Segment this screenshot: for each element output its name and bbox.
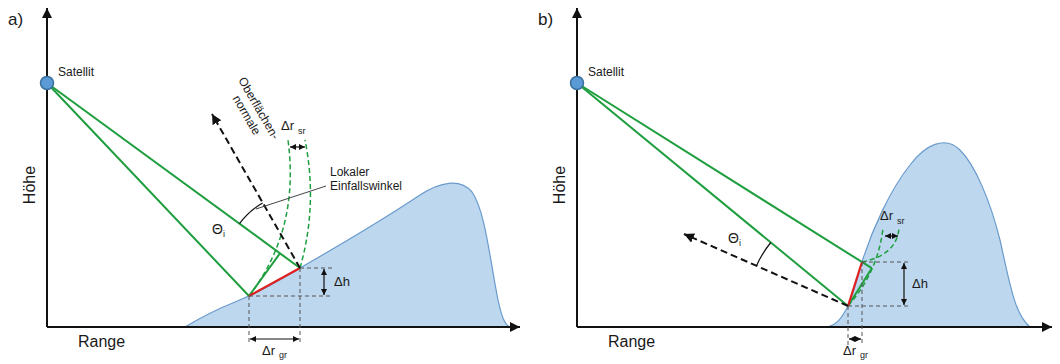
range-arc xyxy=(848,228,883,306)
terrain-segment xyxy=(249,268,300,296)
range-axis xyxy=(47,326,520,328)
terrain xyxy=(826,143,1030,327)
panel-a xyxy=(41,8,521,345)
wavefront-line xyxy=(249,253,280,296)
subscript: sr xyxy=(298,126,306,136)
range-axis xyxy=(577,326,1052,328)
angle-arc xyxy=(756,243,770,267)
dimension-label: Δr xyxy=(281,119,294,134)
dimension-label: Δr xyxy=(843,344,856,359)
drawing-part xyxy=(249,296,250,345)
wavefront-line xyxy=(848,268,872,306)
dimension-arrow xyxy=(885,235,898,236)
drawing-part xyxy=(300,268,332,269)
dimension-label: Δh xyxy=(912,277,928,292)
subscript: gr xyxy=(860,350,868,360)
satellite-label: Satellit xyxy=(588,66,624,80)
dimension-label: Δr xyxy=(262,344,275,359)
terrain-segment xyxy=(848,262,862,306)
range-arc xyxy=(862,228,899,262)
angle-label: Lokaler Einfallswinkel xyxy=(330,166,422,194)
panel-letter: b) xyxy=(538,10,553,30)
height-axis xyxy=(576,8,578,327)
subscript: gr xyxy=(279,350,287,360)
radar-ray xyxy=(577,83,848,306)
dimension-arrow xyxy=(290,146,305,147)
subscript: sr xyxy=(897,216,905,226)
dimension-label: Δh xyxy=(334,275,350,290)
leader-line xyxy=(256,186,326,209)
axis-label: Range xyxy=(608,333,655,351)
drawing-part xyxy=(862,262,910,263)
dimension-arrow xyxy=(903,263,904,305)
radar-ray xyxy=(47,83,249,296)
subscript: i xyxy=(739,238,741,248)
dimension-guides xyxy=(848,262,910,345)
drawing-part xyxy=(300,268,301,345)
panel-b xyxy=(571,8,1053,345)
normal-label: Oberflächen- normale xyxy=(219,69,285,156)
drawing-part xyxy=(848,306,910,307)
drawing-part xyxy=(249,296,332,297)
terrain xyxy=(185,183,510,327)
dimension-guides xyxy=(249,268,332,345)
drawing-part xyxy=(862,262,863,345)
dimension-arrow xyxy=(323,269,324,295)
satellite-label: Satellit xyxy=(58,66,94,80)
subscript: i xyxy=(223,229,225,239)
height-axis xyxy=(46,8,48,327)
surface-normal xyxy=(684,234,848,306)
angle-symbol: Θ xyxy=(728,230,739,246)
dimension-arrow xyxy=(849,338,861,339)
axis-label: Höhe xyxy=(551,166,569,204)
angle-symbol: Θ xyxy=(212,221,223,237)
satellite xyxy=(571,77,584,90)
dimension-label: Δr xyxy=(880,209,893,224)
panel-letter: a) xyxy=(8,10,23,30)
radar-ray xyxy=(577,83,872,268)
angle-arc xyxy=(240,203,263,224)
axis-label: Range xyxy=(78,333,125,351)
drawing-part xyxy=(848,306,849,345)
axis-label: Höhe xyxy=(21,166,39,204)
range-arc xyxy=(300,140,310,268)
satellite xyxy=(41,77,54,90)
range-arc xyxy=(249,140,290,296)
dimension-arrow xyxy=(250,338,299,339)
